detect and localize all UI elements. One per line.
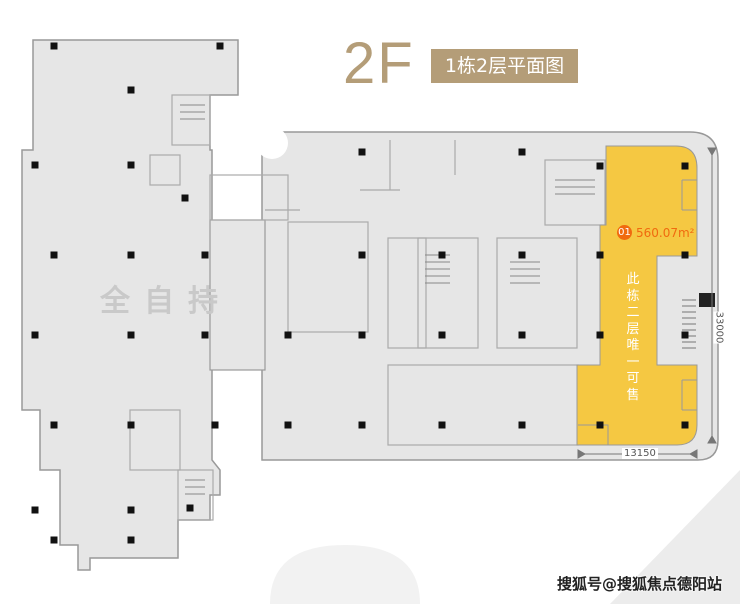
structural-column: [127, 161, 135, 169]
structural-column: [518, 331, 526, 339]
structural-column: [681, 421, 689, 429]
unit-01-area[interactable]: [576, 145, 698, 446]
structural-column: [438, 421, 446, 429]
structural-column: [50, 42, 58, 50]
structural-column: [127, 536, 135, 544]
entrance-cutout: [256, 127, 288, 159]
unit-number-badge: 01: [617, 225, 632, 240]
structural-column: [284, 421, 292, 429]
structural-column: [518, 421, 526, 429]
structural-column: [358, 421, 366, 429]
structural-column: [186, 504, 194, 512]
structural-column: [284, 331, 292, 339]
structural-column: [181, 194, 189, 202]
hatched-block: [699, 293, 715, 307]
structural-column: [681, 251, 689, 259]
unit-walls: [578, 179, 697, 445]
unit-note: 此栋二层唯一可售: [626, 272, 640, 403]
structural-column: [596, 251, 604, 259]
structural-column: [50, 251, 58, 259]
background-shade: [610, 470, 740, 604]
structural-column: [211, 421, 219, 429]
structural-column: [596, 421, 604, 429]
structural-column: [31, 506, 39, 514]
structural-column: [596, 162, 604, 170]
structural-column: [31, 161, 39, 169]
structural-column: [127, 251, 135, 259]
structural-columns: [31, 42, 689, 544]
structural-column: [50, 536, 58, 544]
stairs: [180, 104, 595, 495]
structural-column: [127, 331, 135, 339]
structural-column: [438, 331, 446, 339]
structural-column: [50, 421, 58, 429]
watermark: 搜狐号@搜狐焦点德阳站: [557, 575, 723, 593]
structural-column: [216, 42, 224, 50]
dimension-lines: [577, 147, 717, 459]
unit-tag[interactable]: 01 560.07m²: [617, 225, 695, 240]
structural-column: [681, 162, 689, 170]
structural-column: [201, 251, 209, 259]
structural-column: [31, 331, 39, 339]
dimension-vertical: 33000: [713, 311, 725, 344]
left-building: [21, 39, 239, 571]
structural-column: [518, 148, 526, 156]
structural-column: [518, 251, 526, 259]
structural-column: [127, 421, 135, 429]
structural-column: [127, 86, 135, 94]
structural-column: [201, 331, 209, 339]
unit-stairs: [682, 299, 696, 349]
dimension-horizontal: 13150: [622, 448, 658, 459]
plan-label: 1栋2层平面图: [431, 49, 578, 83]
structural-column: [438, 251, 446, 259]
floor-number: 2F: [343, 31, 415, 96]
structural-column: [358, 251, 366, 259]
structural-column: [358, 148, 366, 156]
structural-column: [127, 506, 135, 514]
decor-circle: [270, 545, 420, 604]
structural-column: [596, 331, 604, 339]
structural-column: [681, 331, 689, 339]
structural-column: [358, 331, 366, 339]
unit-area: 560.07m²: [636, 225, 695, 240]
left-building-label: 全自持: [100, 284, 232, 319]
